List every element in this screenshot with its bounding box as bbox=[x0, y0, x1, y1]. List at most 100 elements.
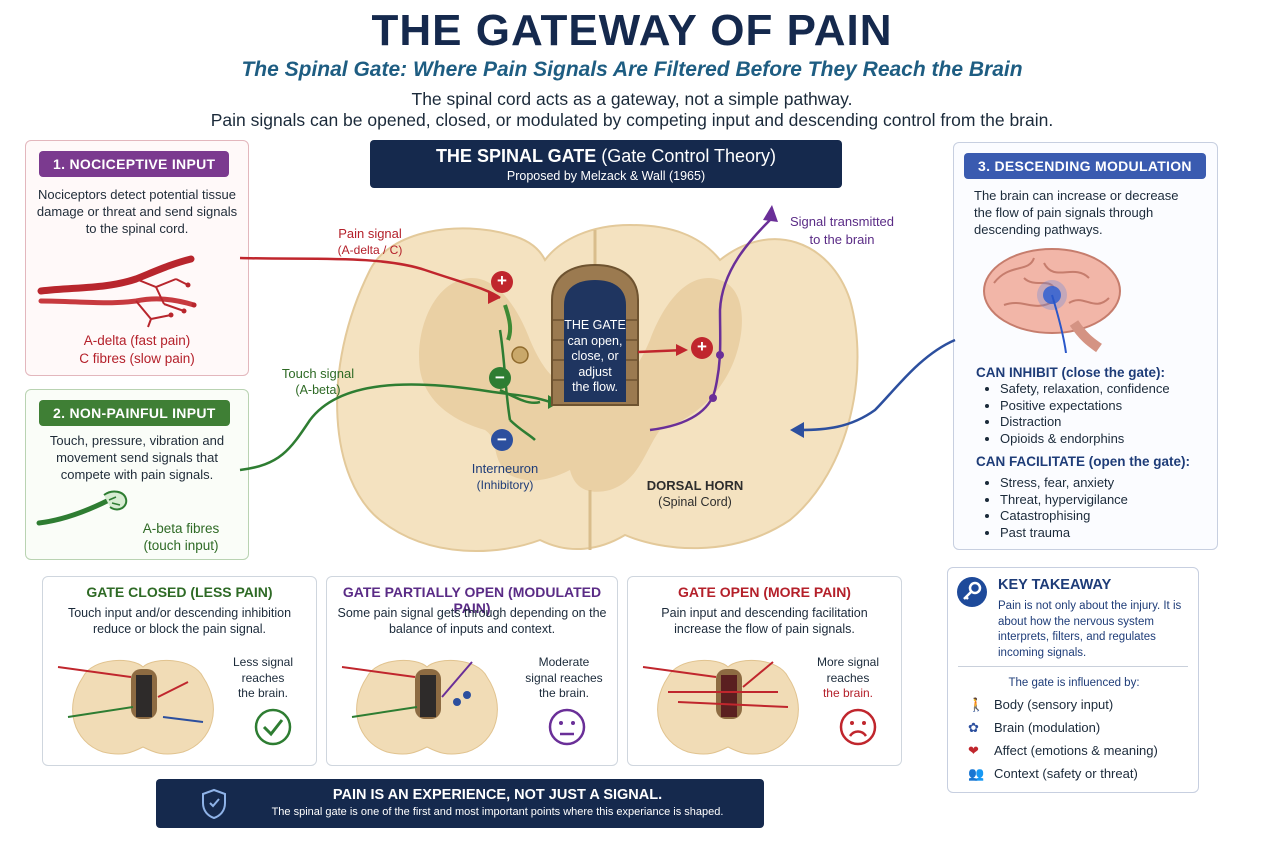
influence-item: ❤ Affect (emotions & meaning) bbox=[968, 743, 1158, 759]
banner-title-bold: THE SPINAL GATE bbox=[435, 146, 597, 166]
plus-badge-red-2 bbox=[691, 337, 713, 359]
state-desc: Touch input and/or descending inhibition… bbox=[67, 606, 292, 636]
nociceptive-panel: 1. NOCICEPTIVE INPUT Nociceptors detect … bbox=[25, 140, 249, 376]
spinal-gate-diagram bbox=[239, 205, 956, 553]
facilitate-item: Past trauma bbox=[1000, 525, 1128, 542]
nociceptive-tag: 1. NOCICEPTIVE INPUT bbox=[39, 151, 230, 177]
influenced-by-label: The gate is influenced by: bbox=[1008, 677, 1140, 689]
state-card-partial: GATE PARTIALLY OPEN (MODULATED PAIN) Som… bbox=[326, 576, 618, 766]
gate-text-line: close, or bbox=[571, 349, 619, 363]
pain-signal-label: Pain signal bbox=[338, 226, 402, 241]
heart-icon: ❤ bbox=[968, 743, 979, 758]
state-note: Moderate signal reaches the brain. bbox=[525, 655, 603, 702]
transmitted-label: Signal transmitted bbox=[789, 214, 895, 229]
state-card-closed: GATE CLOSED (LESS PAIN) Touch input and/… bbox=[42, 576, 317, 766]
shield-icon bbox=[202, 788, 226, 820]
descending-arrow bbox=[799, 338, 956, 432]
state-desc: Some pain signal gets through depending … bbox=[337, 606, 607, 636]
state-note-line: Moderate bbox=[538, 655, 590, 669]
descending-text: The brain can increase or decrease the f… bbox=[974, 188, 1179, 237]
transmitted-sublabel: to the brain bbox=[809, 232, 875, 247]
takeaway-text: Pain is not only about the injury. It is… bbox=[998, 600, 1182, 659]
touch-signal-sublabel: (A-beta) bbox=[295, 383, 341, 397]
takeaway-title: KEY TAKEAWAY bbox=[998, 577, 1112, 593]
nonpainful-text: Touch, pressure, vibration and movement … bbox=[49, 433, 225, 482]
facilitate-item: Stress, fear, anxiety bbox=[1000, 475, 1128, 492]
plus-sign: + bbox=[497, 271, 507, 290]
dorsal-horn-sublabel: (Spinal Cord) bbox=[658, 495, 732, 509]
minus-sign: − bbox=[495, 368, 505, 387]
state-title: GATE CLOSED (LESS PAIN) bbox=[86, 584, 273, 600]
minus-badge-green bbox=[489, 367, 511, 389]
pain-signal-sublabel: (A-delta / C) bbox=[337, 243, 403, 257]
state-note-line: reaches bbox=[826, 670, 870, 685]
state-note-line: the brain. bbox=[538, 686, 590, 700]
gate-text-line: adjust bbox=[578, 364, 612, 379]
influence-label: Context (safety or threat) bbox=[994, 766, 1138, 781]
neutral-face-icon bbox=[548, 708, 586, 746]
state-note: Less signal reaches the brain. bbox=[224, 655, 302, 702]
brain-icon: ✿ bbox=[968, 720, 979, 735]
brain-icon bbox=[983, 248, 1121, 353]
people-icon: 👥 bbox=[968, 766, 985, 781]
page-subtitle: The Spinal Gate: Where Pain Signals Are … bbox=[241, 58, 1023, 81]
gate-text-line: THE GATE bbox=[564, 318, 626, 332]
sad-face-icon bbox=[839, 708, 877, 746]
interneuron-sublabel: (Inhibitory) bbox=[476, 478, 534, 492]
state-note: More signal reaches the brain. bbox=[809, 655, 887, 702]
mini-cord-partial bbox=[341, 659, 498, 755]
interneuron-label: Interneuron bbox=[471, 461, 539, 476]
key-icon bbox=[957, 577, 987, 607]
dorsal-horn-label: DORSAL HORN bbox=[646, 478, 744, 493]
influence-item: 🚶Body (sensory input) bbox=[968, 697, 1113, 713]
state-desc: Pain input and descending facilitation i… bbox=[661, 606, 868, 636]
inhibit-item: Positive expectations bbox=[1000, 398, 1170, 415]
state-note-line: More signal bbox=[816, 655, 880, 669]
descending-panel: 3. DESCENDING MODULATION The brain can i… bbox=[953, 142, 1218, 550]
plus-sign: + bbox=[697, 337, 707, 356]
nociceptive-text: Nociceptors detect potential tissue dama… bbox=[36, 187, 238, 236]
state-note-line: the brain. bbox=[237, 686, 289, 700]
state-note-line: signal reaches bbox=[525, 670, 603, 685]
touch-signal-label: Touch signal bbox=[281, 366, 355, 381]
mini-cord-open bbox=[642, 659, 799, 755]
nonpainful-tag: 2. NON-PAINFUL INPUT bbox=[39, 400, 230, 426]
spinal-gate-banner: THE SPINAL GATE (Gate Control Theory) Pr… bbox=[370, 140, 842, 188]
pain-signal-arrow bbox=[239, 256, 501, 300]
influence-label: Body (sensory input) bbox=[994, 697, 1114, 712]
gate-text-line: the flow. bbox=[572, 380, 618, 394]
minus-badge-blue bbox=[491, 429, 513, 451]
nociceptive-fibre-1: A-delta (fast pain) bbox=[83, 333, 191, 348]
nonpainful-panel: 2. NON-PAINFUL INPUT Touch, pressure, vi… bbox=[25, 389, 249, 560]
intro-line-1: The spinal cord acts as a gateway, not a… bbox=[411, 89, 853, 109]
touch-fibre-icon bbox=[36, 490, 128, 526]
inhibit-item: Distraction bbox=[1000, 414, 1170, 431]
state-title: GATE PARTIALLY OPEN (MODULATED PAIN) bbox=[342, 584, 602, 616]
footer-title: PAIN IS AN EXPERIENCE, NOT JUST A SIGNAL… bbox=[332, 787, 663, 803]
influence-label: Brain (modulation) bbox=[994, 720, 1101, 735]
check-icon bbox=[254, 708, 292, 746]
footer-text: The spinal gate is one of the first and … bbox=[271, 806, 724, 818]
state-note-line: the brain. bbox=[822, 686, 874, 700]
gate-text: THE GATE can open, close, or adjust the … bbox=[562, 318, 628, 396]
divider bbox=[958, 666, 1188, 667]
influence-label: Affect (emotions & meaning) bbox=[994, 743, 1158, 758]
state-note-line: reaches bbox=[241, 670, 285, 685]
mini-cord-closed bbox=[57, 659, 214, 755]
footer-banner: PAIN IS AN EXPERIENCE, NOT JUST A SIGNAL… bbox=[156, 779, 764, 828]
plus-badge-red bbox=[491, 271, 513, 293]
transmitted-signal-arrow bbox=[649, 219, 771, 432]
facilitate-item: Threat, hypervigilance bbox=[1000, 492, 1128, 509]
minus-sign: − bbox=[497, 430, 507, 449]
nerve-fibre-red-icon bbox=[37, 255, 197, 328]
descending-tag: 3. DESCENDING MODULATION bbox=[964, 153, 1206, 179]
facilitate-title: CAN FACILITATE (open the gate): bbox=[976, 454, 1190, 469]
state-title: GATE OPEN (MORE PAIN) bbox=[678, 584, 851, 600]
inhibit-item: Safety, relaxation, confidence bbox=[1000, 381, 1170, 398]
state-card-open: GATE OPEN (MORE PAIN) Pain input and des… bbox=[627, 576, 902, 766]
intro-line-2: Pain signals can be opened, closed, or m… bbox=[210, 110, 1054, 130]
page-title: THE GATEWAY OF PAIN bbox=[371, 6, 893, 55]
inhibit-item: Opioids & endorphins bbox=[1000, 431, 1170, 448]
banner-credit: Proposed by Melzack & Wall (1965) bbox=[506, 169, 706, 183]
key-takeaway-panel: KEY TAKEAWAY Pain is not only about the … bbox=[947, 567, 1199, 793]
